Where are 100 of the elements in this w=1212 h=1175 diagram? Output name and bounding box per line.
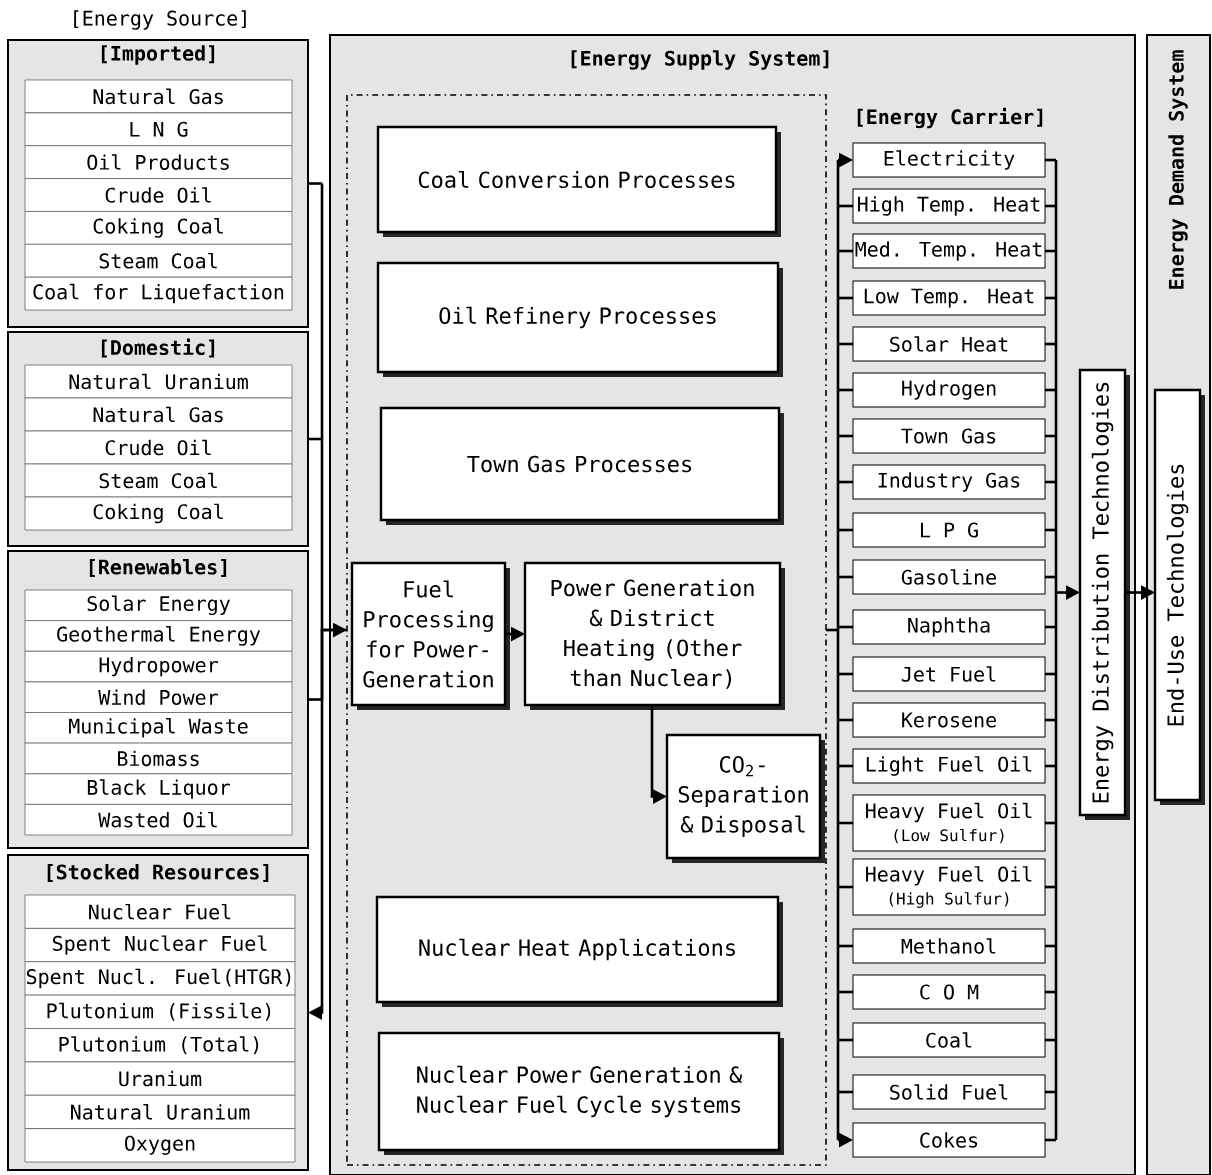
- table-cell: Steam Coal: [24, 463, 293, 498]
- process-box: Nuclear Heat Applications: [375, 895, 783, 1007]
- carrier-box: Solar Heat: [852, 326, 1046, 362]
- carrier-box: C O M: [852, 974, 1046, 1010]
- process-box: Town Gas Processes: [379, 406, 784, 525]
- connector-line: [838, 249, 853, 253]
- connector-line: [838, 625, 853, 629]
- connector-line: [1045, 342, 1056, 346]
- table-cell: Nuclear Fuel: [24, 894, 296, 929]
- table-cell: Geothermal Energy: [24, 620, 293, 652]
- connector-line: [838, 1038, 853, 1042]
- carrier-box: Low Temp. Heat: [852, 280, 1046, 316]
- connector-line: [838, 480, 853, 484]
- connector-line: [1045, 821, 1056, 825]
- carrier-box: Heavy Fuel Oil (Low Sulfur): [852, 794, 1046, 852]
- connector-line: [838, 718, 853, 722]
- connector-line: [838, 342, 853, 346]
- carrier-box: Coal: [852, 1022, 1046, 1058]
- connector-line: [838, 204, 853, 208]
- carrier-box: Naphtha: [852, 609, 1046, 645]
- process-box: Oil Refinery Processes: [376, 261, 783, 377]
- table-cell: Solar Energy: [24, 589, 293, 622]
- table-cell: Coal for Liquefaction: [24, 276, 293, 311]
- connector-line: [1045, 1090, 1056, 1094]
- connector-line: [1045, 528, 1056, 532]
- connector-line: [838, 944, 853, 948]
- heading: [Energy Source]: [74, 10, 246, 30]
- connector-line: [1045, 885, 1056, 889]
- process-box: Coal Conversion Processes: [376, 125, 781, 237]
- connector-line: [838, 575, 853, 579]
- connector-line: [838, 388, 853, 392]
- table-cell: Steam Coal: [24, 243, 293, 278]
- process-box: Power Generation & District Heating (Other than Nuclear): [523, 561, 785, 710]
- process-box: CO$_{2}$-Separation & Disposal: [665, 733, 825, 863]
- bus-line: [836, 160, 840, 1140]
- connector-line: [1045, 990, 1056, 994]
- connector-line: [308, 437, 322, 441]
- carrier-box: Med. Temp. Heat: [852, 233, 1046, 269]
- connector-line: [838, 885, 853, 889]
- connector-line: [308, 698, 322, 701]
- table-cell: Natural Uranium: [24, 1094, 296, 1129]
- table-cell: Uranium: [24, 1061, 296, 1096]
- connector-line: [838, 764, 853, 768]
- table-cell: Spent Nuclear Fuel: [24, 928, 296, 963]
- table-cell: Plutonium (Fissile): [24, 994, 296, 1029]
- bus-line: [1054, 160, 1058, 1140]
- carrier-box: Cokes: [852, 1122, 1046, 1158]
- carrier-box: Gasoline: [852, 559, 1046, 595]
- carrier-box: Hydrogen: [852, 372, 1046, 408]
- carrier-box: Heavy Fuel Oil (High Sulfur): [852, 858, 1046, 916]
- bus-line: [826, 628, 838, 632]
- connector-line: [838, 528, 853, 532]
- table-cell: Black Liquor: [24, 773, 293, 805]
- table-cell: Natural Gas: [24, 397, 293, 432]
- connector-line: [838, 990, 853, 994]
- connector-line: [1045, 944, 1056, 948]
- connector-line: [1045, 204, 1056, 208]
- connector-line: [838, 672, 853, 676]
- carrier-box: Town Gas: [852, 418, 1046, 454]
- connector-line: [1045, 388, 1056, 392]
- process-box: Fuel Processing for Power-Generation: [350, 561, 510, 710]
- table-cell: Oxygen: [24, 1128, 296, 1163]
- carrier-box: Solid Fuel: [852, 1074, 1046, 1110]
- connector-line: [1045, 158, 1056, 162]
- connector-line: [838, 434, 853, 438]
- table-cell: Municipal Waste: [24, 712, 293, 744]
- connector-line: [1045, 1038, 1056, 1042]
- connector-line: [838, 1090, 853, 1094]
- connector-line: [1045, 434, 1056, 438]
- technology-box: End-Use Technologies: [1153, 388, 1205, 805]
- connector-line: [1045, 575, 1056, 579]
- table-cell: Wasted Oil: [24, 804, 293, 836]
- connector-line: [1045, 672, 1056, 676]
- table-cell: Crude Oil: [24, 430, 293, 465]
- connector-line: [1045, 764, 1056, 768]
- carrier-box: L P G: [852, 512, 1046, 548]
- table-cell: Biomass: [24, 742, 293, 775]
- carrier-box: Industry Gas: [852, 464, 1046, 500]
- table-cell: L N G: [24, 112, 293, 147]
- connector-line: [838, 821, 853, 825]
- table-cell: Hydropower: [24, 650, 293, 683]
- carrier-box: Methanol: [852, 928, 1046, 964]
- table-cell: Natural Uranium: [24, 364, 293, 399]
- connector-line: [1045, 625, 1056, 629]
- carrier-box: Kerosene: [852, 702, 1046, 738]
- dashed-frame: [346, 94, 827, 1166]
- table-cell: Coking Coal: [24, 211, 293, 245]
- carrier-box: Light Fuel Oil: [852, 748, 1046, 784]
- table-cell: Oil Products: [24, 145, 293, 179]
- carrier-box: High Temp. Heat: [852, 188, 1046, 224]
- connector-line: [1045, 249, 1056, 253]
- connector-line: [1045, 718, 1056, 722]
- technology-box: Energy Distribution Technologies: [1078, 368, 1130, 820]
- table-cell: Natural Gas: [24, 79, 293, 114]
- table-cell: Spent Nucl. Fuel(HTGR): [24, 961, 296, 996]
- carrier-box: Electricity: [852, 142, 1046, 178]
- connector-line: [1045, 480, 1056, 484]
- connector-line: [838, 296, 853, 300]
- carrier-box: Jet Fuel: [852, 656, 1046, 692]
- table-cell: Crude Oil: [24, 178, 293, 212]
